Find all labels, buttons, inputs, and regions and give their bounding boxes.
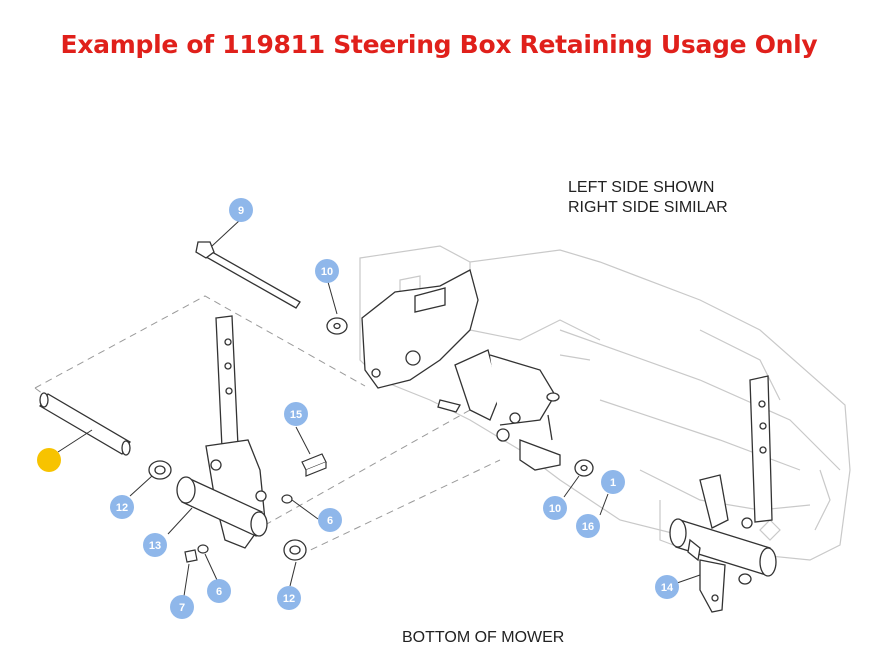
note-line-right-side: RIGHT SIDE SIMILAR — [568, 199, 728, 216]
svg-text:12: 12 — [116, 502, 128, 514]
svg-text:6: 6 — [216, 586, 222, 598]
callout-15: 15 — [284, 402, 308, 426]
view-note: LEFT SIDE SHOWN RIGHT SIDE SIMILAR — [568, 178, 728, 218]
callout-6-bottom: 6 — [207, 579, 231, 603]
callout-12-bottom: 12 — [277, 586, 301, 610]
svg-text:15: 15 — [290, 409, 302, 421]
callout-1: 1 — [601, 470, 625, 494]
highlight-marker — [37, 448, 61, 472]
callout-10-top: 10 — [315, 259, 339, 283]
bottom-of-mower-label: BOTTOM OF MOWER — [402, 629, 565, 646]
svg-text:14: 14 — [661, 582, 674, 594]
callout-14: 14 — [655, 575, 679, 599]
page-title: Example of 119811 Steering Box Retaining… — [60, 30, 818, 59]
note-line-left-side: LEFT SIDE SHOWN — [568, 179, 715, 196]
callout-12-left: 12 — [110, 495, 134, 519]
svg-text:13: 13 — [149, 540, 161, 552]
svg-text:10: 10 — [321, 266, 333, 278]
callout-10-right: 10 — [543, 496, 567, 520]
callouts: 9 10 15 12 13 6 7 6 12 10 1 — [110, 198, 679, 619]
svg-text:10: 10 — [549, 503, 561, 515]
svg-text:6: 6 — [327, 515, 333, 527]
leader-lines — [57, 219, 701, 597]
svg-text:9: 9 — [238, 205, 244, 217]
callout-16: 16 — [576, 514, 600, 538]
hardware — [184, 453, 327, 563]
callout-7: 7 — [170, 595, 194, 619]
svg-text:1: 1 — [610, 477, 616, 489]
svg-text:16: 16 — [582, 521, 594, 533]
bushing-left — [148, 460, 172, 480]
callout-9: 9 — [229, 198, 253, 222]
bushing-bottom — [283, 539, 307, 561]
svg-text:12: 12 — [283, 593, 295, 605]
svg-text:7: 7 — [179, 602, 185, 614]
washer-top — [326, 317, 348, 335]
spindle-assembly-right — [669, 375, 777, 613]
pivot-tube — [176, 476, 268, 537]
callout-13: 13 — [143, 533, 167, 557]
pivot-bolt — [195, 241, 301, 309]
axle-pin — [39, 392, 131, 456]
callout-6-right: 6 — [318, 508, 342, 532]
washer-right — [574, 459, 594, 477]
mounting-bracket — [361, 269, 561, 471]
